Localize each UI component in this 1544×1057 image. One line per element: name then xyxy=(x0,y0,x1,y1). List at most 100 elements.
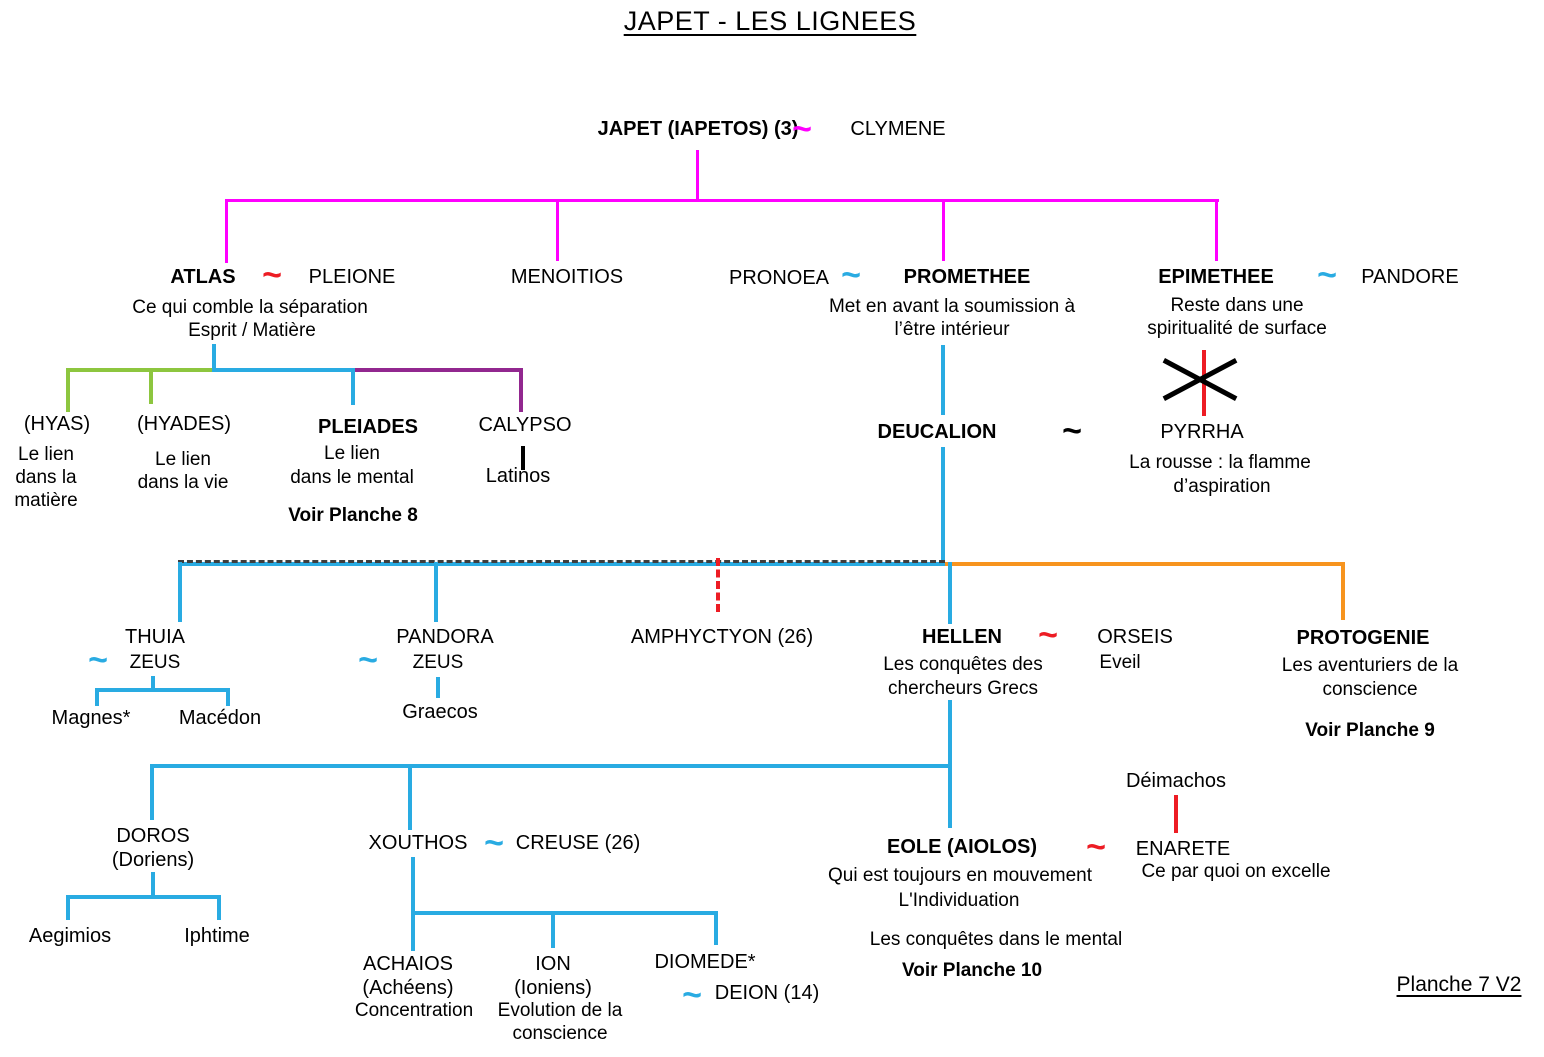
person-clymene: CLYMENE xyxy=(850,118,946,140)
connector-xouthos-drop xyxy=(408,764,412,830)
connector-doros-children-feeder xyxy=(151,872,155,897)
connector-atlas-bracket-cyan xyxy=(212,368,355,372)
connector-iphtime-drop xyxy=(217,895,221,920)
protogenie-description-line1: Les aventuriers de la xyxy=(1281,655,1459,676)
hyas-description-line2: dans la xyxy=(15,467,77,488)
person-ion: ION xyxy=(535,953,571,975)
connector-atlas-bracket-green xyxy=(66,368,216,372)
person-macedon: Macédon xyxy=(178,707,262,729)
eole-description-line1: Qui est toujours en mouvement xyxy=(827,865,1093,886)
union-tilde-epimethee-pandore: ~ xyxy=(1317,256,1337,294)
epimethee-description-line2: spiritualité de surface xyxy=(1147,318,1327,339)
person-doros: DOROS xyxy=(116,825,190,847)
connector-hyades-drop xyxy=(149,368,153,404)
union-tilde-diomede-deion: ~ xyxy=(682,976,702,1014)
connector-promethee-deucalion xyxy=(941,345,945,415)
person-iphtime: Iphtime xyxy=(184,925,250,947)
union-tilde-thuia-zeus: ~ xyxy=(88,641,108,679)
eole-note: Voir Planche 10 xyxy=(901,960,1043,981)
connector-deimachos-enarete xyxy=(1174,795,1178,833)
person-graecos: Graecos xyxy=(402,701,478,723)
union-tilde-hellen-orseis: ~ xyxy=(1038,616,1058,654)
pleiades-note: Voir Planche 8 xyxy=(288,505,418,526)
person-aegimios: Aegimios xyxy=(28,925,112,947)
union-tilde-pandora-zeus: ~ xyxy=(358,641,378,679)
connector-atlas-feeder xyxy=(212,344,216,370)
union-tilde-japet-clymene: ~ xyxy=(792,110,812,148)
hyas-description-line3: matière xyxy=(14,490,78,511)
eole-description-line3: Les conquêtes dans le mental xyxy=(869,929,1123,950)
person-orseis: ORSEIS xyxy=(1097,626,1173,648)
ion-description-line2: conscience xyxy=(512,1023,608,1044)
epimethee-description-line1: Reste dans une xyxy=(1170,295,1304,316)
person-atlas: ATLAS xyxy=(170,266,236,288)
atlas-description-line2: Esprit / Matière xyxy=(188,320,316,341)
person-pronoea: PRONOEA xyxy=(728,267,830,289)
connector-aegimios-drop xyxy=(66,895,70,920)
connector-protogenie-drop xyxy=(1341,562,1345,620)
connector-gen2-dashed-overlay xyxy=(178,560,945,563)
union-tilde-deucalion-pyrrha: ~ xyxy=(1062,412,1082,450)
connector-graecos-drop xyxy=(436,677,440,698)
person-latinos: Latinos xyxy=(485,465,551,487)
connector-gen3-horizontal xyxy=(150,764,952,768)
connector-japet-down xyxy=(696,150,699,200)
hyades-description-line2: dans la vie xyxy=(137,472,229,493)
union-tilde-pronoea-promethee: ~ xyxy=(841,256,861,294)
pyrrha-description-line2: d’aspiration xyxy=(1173,476,1271,497)
person-enarete: ENARETE xyxy=(1135,838,1231,860)
pleiades-description-line1: Le lien xyxy=(324,443,380,464)
connector-doros-drop xyxy=(150,764,154,820)
person-creuse: CREUSE (26) xyxy=(515,832,641,854)
connector-doros-children-bracket xyxy=(66,895,221,899)
connector-macedon-drop xyxy=(226,688,230,706)
protogenie-note: Voir Planche 9 xyxy=(1305,720,1435,741)
person-hyas: (HYAS) xyxy=(23,413,91,435)
connector-hyas-drop xyxy=(66,368,70,412)
protogenie-description-line2: conscience xyxy=(1322,679,1418,700)
achaios-subtitle: (Achéens) xyxy=(362,977,454,999)
connector-xouthos-children-bracket xyxy=(411,911,718,915)
connector-thuia-children-bracket xyxy=(95,688,230,692)
union-tilde-atlas-pleione: ~ xyxy=(262,256,282,294)
connector-epimethee-drop xyxy=(1215,199,1218,261)
connector-atlas-drop xyxy=(225,199,228,263)
connector-thuia-children-feeder xyxy=(151,676,155,690)
union-tilde-xouthos-creuse: ~ xyxy=(484,824,504,862)
person-zeus-thuia: ZEUS xyxy=(129,652,181,673)
person-deucalion: DEUCALION xyxy=(877,421,997,443)
person-achaios: ACHAIOS xyxy=(362,953,454,975)
person-pleiades: PLEIADES xyxy=(317,416,419,438)
connector-amphyctyon-dashed xyxy=(716,558,720,612)
person-hellen: HELLEN xyxy=(922,626,1002,648)
connector-calypso-latinos xyxy=(521,446,525,470)
connector-deucalion-down xyxy=(941,447,945,564)
person-pleione: PLEIONE xyxy=(308,266,396,288)
achaios-description: Concentration xyxy=(354,1000,474,1021)
hellen-description-line1: Les conquêtes des xyxy=(883,654,1043,675)
person-pyrrha: PYRRHA xyxy=(1160,421,1244,443)
connector-pleiades-drop xyxy=(351,368,355,405)
person-menoitios: MENOITIOS xyxy=(510,266,624,288)
person-zeus-pandora: ZEUS xyxy=(412,652,464,673)
person-pandora: PANDORA xyxy=(396,626,494,648)
connector-magnes-drop xyxy=(95,688,99,706)
connector-menoitios-drop xyxy=(556,199,559,261)
pleiades-description-line2: dans le mental xyxy=(290,467,414,488)
hyas-description-line1: Le lien xyxy=(18,444,74,465)
connector-gen1-horizontal xyxy=(226,199,1219,202)
connector-gen2-horizontal-cyan xyxy=(178,562,945,566)
eole-description-line2: L'Individuation xyxy=(898,890,1020,911)
person-protogenie: PROTOGENIE xyxy=(1296,627,1430,649)
hellen-description-line2: chercheurs Grecs xyxy=(888,678,1038,699)
promethee-description-line1: Met en avant la soumission à xyxy=(828,296,1076,317)
person-magnes: Magnes* xyxy=(51,707,131,729)
page-title: JAPET - LES LIGNEES xyxy=(623,6,917,36)
connector-pandora-drop xyxy=(434,562,438,622)
person-pandore: PANDORE xyxy=(1361,266,1459,288)
connector-calypso-drop xyxy=(519,368,523,412)
pyrrha-description-line1: La rousse : la flamme xyxy=(1129,452,1311,473)
person-thuia: THUIA xyxy=(125,626,185,648)
person-deimachos: Déimachos xyxy=(1125,770,1227,792)
union-tilde-eole-enarete: ~ xyxy=(1086,828,1106,866)
